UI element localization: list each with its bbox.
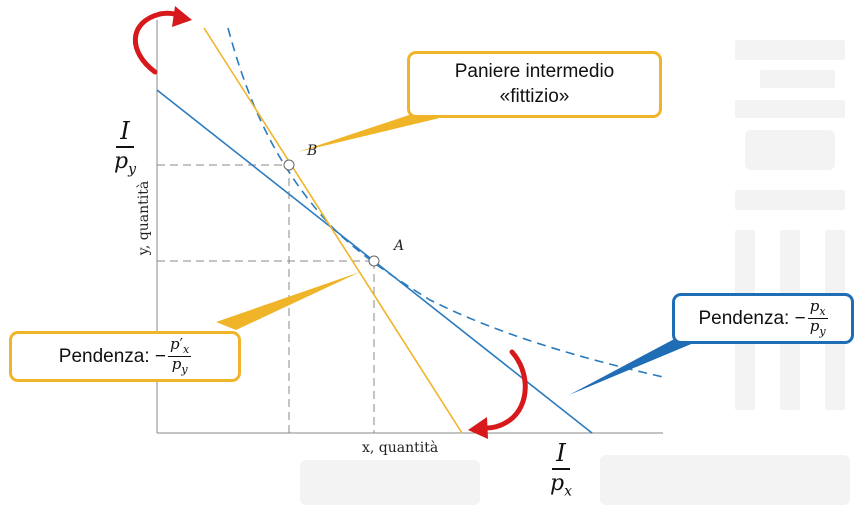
callout-slope-old-prefix: Pendenza: −: [698, 307, 806, 329]
y-intercept-numerator: I: [116, 118, 134, 149]
guide-lines: [157, 164, 375, 433]
callout-slope-new: Pendenza: − p′x py: [9, 331, 241, 382]
callout-intermediate-line2: «fittizio»: [499, 85, 570, 107]
callout-pointer-slope-new: [216, 272, 360, 330]
rotation-arrow-bottom: [468, 349, 528, 439]
rotation-arrow-top: [132, 6, 192, 75]
x-axis-label: x, quantità: [362, 440, 439, 456]
indifference-curve: [227, 27, 664, 378]
callout-pointer-intermediate: [298, 108, 448, 152]
callout-pointer-slope-old: [569, 336, 696, 395]
callout-slope-old-fraction: px py: [807, 297, 828, 338]
point-a-label: A: [394, 238, 405, 254]
budget-line-rotated: [203, 27, 463, 434]
callout-slope-old: Pendenza: − px py: [672, 293, 854, 344]
callout-intermediate-line1: Paniere intermedio: [454, 60, 615, 82]
x-intercept-fraction: I px: [550, 440, 572, 500]
callout-slope-new-prefix: Pendenza: −: [58, 345, 166, 367]
y-axis-label: y, quantità: [136, 180, 152, 256]
point-a-marker: [368, 255, 380, 267]
callout-intermediate-basket: Paniere intermedio «fittizio»: [407, 51, 662, 118]
y-intercept-fraction: I py: [114, 118, 136, 178]
point-b-label: B: [307, 143, 318, 159]
x-intercept-denominator: px: [550, 471, 572, 500]
point-b-marker: [283, 159, 295, 171]
callout-slope-new-fraction: p′x py: [168, 335, 192, 376]
y-intercept-denominator: py: [114, 149, 137, 178]
x-intercept-numerator: I: [552, 440, 570, 471]
